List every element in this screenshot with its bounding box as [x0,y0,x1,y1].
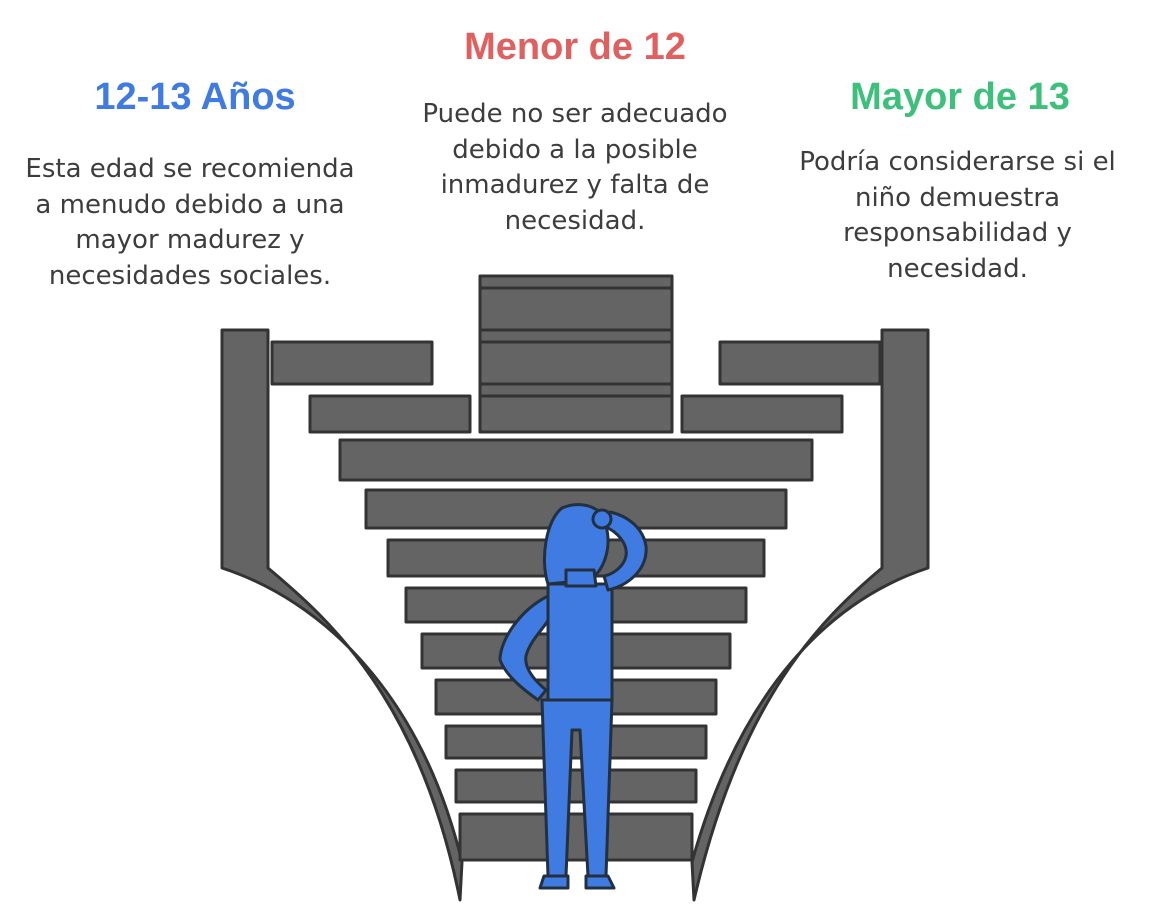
option-right-title: Mayor de 13 [850,76,1070,118]
center-tower [478,274,674,434]
person-thinking-icon [498,503,648,890]
right-stair-wall [690,328,930,902]
left-stair-wall [220,328,464,902]
option-left-description: Esta edad se recomienda a menudo debido … [25,154,355,291]
option-right-description: Podría considerarse si el niño demuestra… [799,147,1116,284]
option-center-title: Menor de 12 [464,26,686,68]
option-center-description: Puede no ser adecuado debido a la posibl… [422,99,728,236]
option-left-title: 12-13 Años [94,76,296,118]
